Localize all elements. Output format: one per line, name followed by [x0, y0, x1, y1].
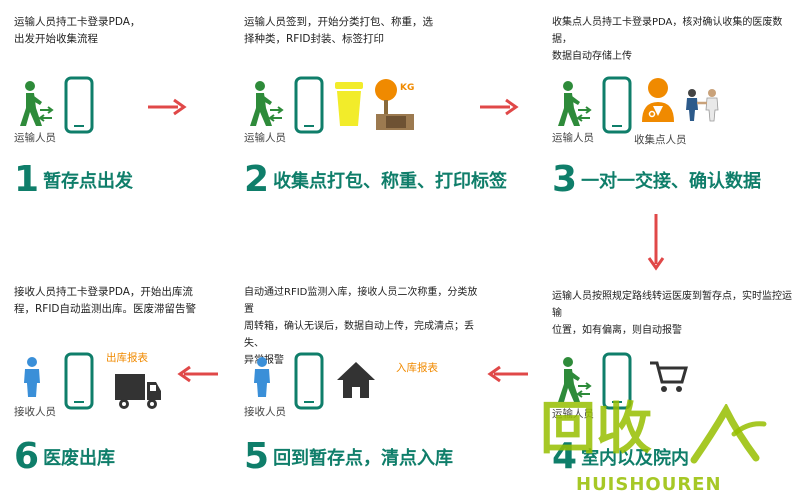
step-1-icons: 运输人员: [14, 74, 254, 144]
step-3-description: 收集点人员持工卡登录PDA，核对确认收集的医废数据， 数据自动存储上传: [552, 17, 783, 62]
pda-phone-icon: [294, 76, 324, 134]
step-5: 自动通过RFID监测入库，接收人员二次称重，分类放置 周转箱，确认无误后，数据自…: [244, 284, 484, 484]
step-2-role-label: 运输人员: [244, 132, 286, 144]
step-6-icons: 出库报表 接收人员: [14, 350, 254, 420]
step-3-role-label-2: 收集点人员: [634, 134, 687, 146]
step-1-title-text: 暂存点出发: [43, 171, 134, 192]
step-6-number: 6: [14, 436, 40, 477]
step-3: 收集点人员持工卡登录PDA，核对确认收集的医废数据， 数据自动存储上传 运输人员…: [552, 14, 792, 214]
step-6-title-text: 医废出库: [43, 448, 116, 469]
step-1-description: 运输人员持工卡登录PDA， 出发开始收集流程: [14, 16, 141, 45]
step-2-number: 2: [244, 159, 270, 200]
step-6-description: 接收人员持工卡登录PDA，开始出库流 程，RFID自动监测出库。医废滞留告警: [14, 286, 197, 315]
watermark-logo-cn: 回收: [540, 397, 652, 462]
step-4-icons: 运输人员: [552, 350, 792, 420]
step-5-title-text: 回到暂存点，清点入库: [273, 448, 454, 469]
yellow-bin-icon: [335, 82, 363, 126]
step-4-description: 运输人员按照规定路线转运医废到暂存点，实时监控运输 位置，如有偏离，则自动报警: [552, 291, 792, 336]
house-icon: [337, 362, 375, 398]
huishouren-watermark: 回收 HUISHOUREN: [536, 398, 798, 498]
step-2-icons: KG 运输人员: [244, 74, 484, 144]
pda-phone-icon: [64, 352, 94, 410]
pda-phone-icon: [602, 76, 632, 134]
step-3-role-label: 运输人员: [552, 132, 594, 144]
receiver-person-icon: [254, 357, 270, 397]
doctor-icon: [642, 78, 674, 122]
walking-person-icon: [558, 357, 592, 402]
arrow-left-5-to-6: [177, 365, 218, 383]
step-3-title-text: 一对一交接、确认数据: [581, 171, 762, 192]
step-3-icons: 运输人员 收集点人员: [552, 74, 792, 146]
arrow-right-1-to-2: [148, 98, 187, 116]
arrow-right-2-to-3: [480, 98, 519, 116]
step-4-number: 4: [552, 436, 578, 477]
step-2-description: 运输人员签到，开始分类打包、称重，选 择种类，RFID封装、标签打印: [244, 16, 433, 45]
step-2: 运输人员签到，开始分类打包、称重，选 择种类，RFID封装、标签打印 KG 运输…: [244, 14, 507, 214]
svg-text:KG: KG: [400, 83, 414, 93]
pda-phone-icon: [64, 76, 94, 134]
walking-person-icon: [250, 81, 284, 126]
step-4-title-text: 室内以及院内: [581, 448, 690, 469]
receiver-person-icon: [24, 357, 40, 397]
scale-icon: KG: [375, 79, 414, 130]
step-1-role-label: 运输人员: [14, 132, 56, 144]
pda-phone-icon: [294, 352, 324, 410]
handshake-people-icon: [686, 89, 719, 122]
arrow-down-3-to-4: [647, 214, 665, 271]
step-5-tag-label: 入库报表: [396, 362, 438, 374]
shopping-cart-icon: [650, 361, 688, 392]
step-5-number: 5: [244, 436, 270, 477]
watermark-logo-en: HUISHOUREN: [576, 474, 722, 495]
walking-person-icon: [558, 81, 592, 126]
step-5-icons: 入库报表 接收人员: [244, 350, 484, 420]
walking-person-icon: [20, 81, 54, 126]
step-3-number: 3: [552, 159, 578, 200]
step-5-role-label: 接收人员: [244, 406, 286, 418]
step-6-tag-label: 出库报表: [106, 352, 148, 364]
step-4: 运输人员按照规定路线转运医废到暂存点，实时监控运输 位置，如有偏离，则自动报警 …: [552, 288, 792, 488]
arrow-left-4-to-5: [487, 365, 528, 383]
truck-icon: [115, 374, 161, 409]
step-6: 接收人员持工卡登录PDA，开始出库流 程，RFID自动监测出库。医废滞留告警 出…: [14, 284, 254, 484]
person-logo-icon: [690, 404, 767, 464]
step-4-role-label: 运输人员: [552, 408, 594, 420]
step-1-number: 1: [14, 159, 40, 200]
pda-phone-icon: [602, 352, 632, 410]
step-2-title-text: 收集点打包、称重、打印标签: [273, 171, 508, 192]
step-6-role-label: 接收人员: [14, 406, 56, 418]
